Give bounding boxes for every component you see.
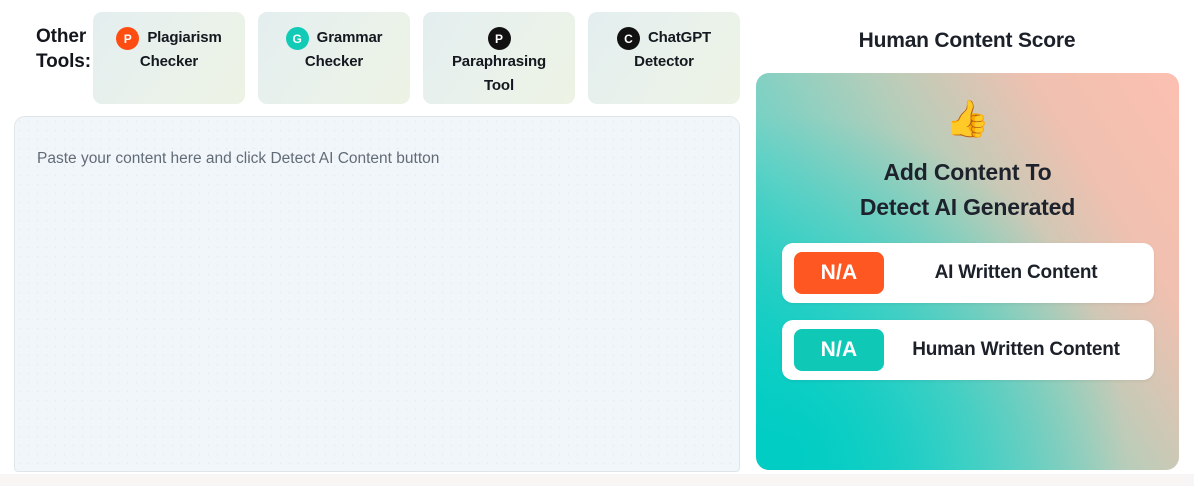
tool-card-title-line1: Plagiarism [147, 29, 222, 47]
score-row-ai-written: N/A AI Written Content [782, 243, 1154, 303]
tool-card-head: P [423, 27, 575, 50]
human-content-score-title: Human Content Score [858, 29, 1076, 52]
grammar-checker-icon: G [285, 27, 309, 50]
tool-card-grammar-checker[interactable]: G Grammar Checker [258, 12, 410, 104]
tool-cards-list: P Plagiarism Checker G Grammar Checker P [93, 12, 740, 104]
tool-card-title-line2: Detector [634, 53, 694, 70]
other-tools-label: Other Tools: [14, 12, 93, 74]
right-column: Human Content Score 👍 Add Content To Det… [740, 0, 1194, 486]
score-panel-heading: Add Content To Detect AI Generated [756, 155, 1179, 225]
tool-card-head: C ChatGPT [588, 27, 740, 50]
human-written-label: Human Written Content [912, 339, 1120, 360]
tool-card-plagiarism-checker[interactable]: P Plagiarism Checker [93, 12, 245, 104]
other-tools-label-line2: Tools: [36, 51, 91, 73]
tool-card-title-line3: Tool [484, 77, 514, 95]
tool-card-paraphrasing-tool[interactable]: P Paraphrasing Tool [423, 12, 575, 104]
tool-card-title-line2: Checker [304, 53, 364, 70]
left-footer-strip [0, 474, 740, 486]
tool-card-title-line2: Paraphrasing [451, 53, 547, 70]
score-panel-heading-line1: Add Content To [883, 159, 1052, 185]
thumbs-up-icon: 👍 [945, 98, 990, 139]
other-tools-label-line1: Other [36, 26, 87, 47]
paraphrasing-tool-icon: P [487, 27, 511, 50]
other-tools-section: Other Tools: P Plagiarism Checker G Gram… [14, 12, 740, 108]
score-rows-list: N/A AI Written Content N/A Human Written… [782, 243, 1154, 397]
left-column: Other Tools: P Plagiarism Checker G Gram… [0, 12, 740, 486]
tool-card-title-line1: Grammar [316, 29, 383, 47]
tool-card-title-line1: ChatGPT [647, 29, 712, 47]
score-row-human-written: N/A Human Written Content [782, 320, 1154, 380]
score-panel-inner: 👍 Add Content To Detect AI Generated N/A… [756, 73, 1179, 470]
human-written-score-badge: N/A [794, 329, 884, 371]
score-panel-heading-line2: Detect AI Generated [859, 193, 1076, 220]
ai-written-score-badge: N/A [794, 252, 884, 294]
content-editor-wrapper [14, 116, 740, 472]
tool-card-head: G Grammar [258, 27, 410, 50]
tool-card-chatgpt-detector[interactable]: C ChatGPT Detector [588, 12, 740, 104]
tool-card-title-line2: Checker [139, 53, 199, 70]
chatgpt-detector-icon: C [616, 27, 640, 50]
right-footer-strip [740, 474, 1194, 486]
plagiarism-checker-icon: P [116, 27, 140, 50]
score-result-panel: 👍 Add Content To Detect AI Generated N/A… [756, 73, 1179, 470]
tool-card-head: P Plagiarism [93, 27, 245, 50]
ai-written-label: AI Written Content [934, 262, 1098, 283]
content-input[interactable] [14, 116, 740, 472]
